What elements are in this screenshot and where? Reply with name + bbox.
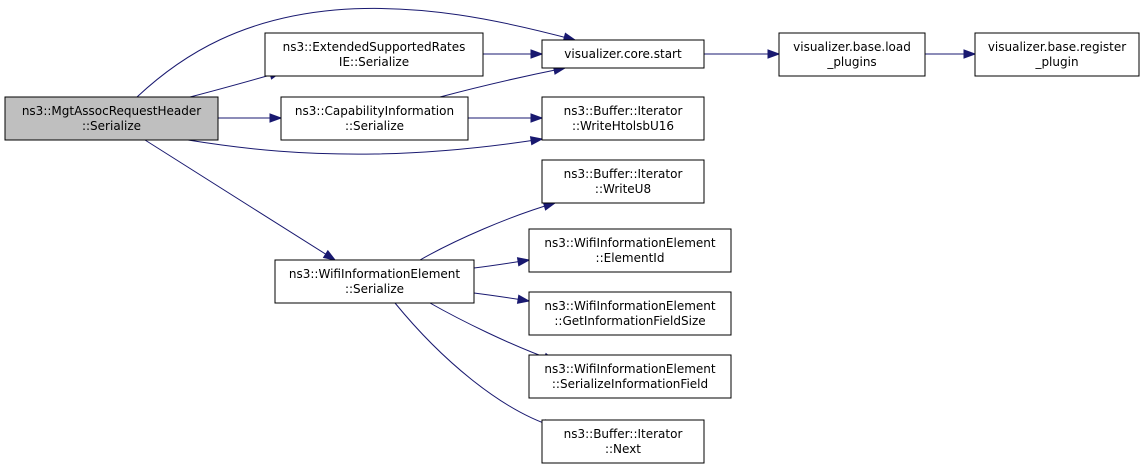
node-label: _plugins bbox=[826, 55, 876, 69]
node-label: ::GetInformationFieldSize bbox=[554, 314, 705, 328]
node-box bbox=[778, 32, 926, 77]
node-box bbox=[541, 39, 705, 69]
node-label: ns3::WifiInformationElement bbox=[544, 362, 716, 376]
node-box bbox=[280, 96, 469, 141]
edge-ext-to-vcs bbox=[482, 49, 544, 59]
node-box bbox=[528, 354, 732, 399]
node-gif[interactable]: ns3::WifiInformationElement::GetInformat… bbox=[528, 291, 732, 336]
node-label: visualizer.base.register bbox=[988, 40, 1126, 54]
node-label: _plugin bbox=[1034, 55, 1078, 69]
node-label: ns3::WifiInformationElement bbox=[544, 236, 716, 250]
node-sif[interactable]: ns3::WifiInformationElement::SerializeIn… bbox=[528, 354, 732, 399]
node-label: ::ElementId bbox=[596, 251, 665, 265]
node-label: ::WriteU8 bbox=[595, 182, 651, 196]
edge-mgt-to-cap bbox=[218, 113, 283, 123]
node-box bbox=[528, 291, 732, 336]
edge-cap-to-whu bbox=[468, 113, 544, 123]
node-box bbox=[541, 96, 705, 141]
node-layer: ns3::MgtAssocRequestHeader::Serializens3… bbox=[4, 32, 1140, 464]
edge-line bbox=[136, 7, 576, 98]
node-box bbox=[541, 159, 705, 204]
arrowhead bbox=[767, 49, 781, 59]
edge-wie-to-gif bbox=[473, 292, 531, 304]
edge-line bbox=[187, 138, 543, 155]
edge-vbl-to-vbr bbox=[924, 49, 977, 59]
node-label: ::WriteHtolsbU16 bbox=[572, 119, 674, 133]
edge-mgt-to-vcs bbox=[136, 7, 577, 98]
node-label: ::Serialize bbox=[345, 119, 404, 133]
node-label: ns3::Buffer::Iterator bbox=[564, 167, 683, 181]
node-label: ns3::Buffer::Iterator bbox=[564, 104, 683, 118]
arrowhead bbox=[530, 49, 544, 59]
node-eid[interactable]: ns3::WifiInformationElement::ElementId bbox=[528, 228, 732, 273]
edge-vcs-to-vbl bbox=[703, 49, 781, 59]
edge-layer bbox=[136, 7, 977, 429]
node-label: ns3::WifiInformationElement bbox=[544, 299, 716, 313]
node-label: visualizer.core.start bbox=[564, 47, 682, 61]
node-label: ::SerializeInformationField bbox=[552, 377, 708, 391]
node-box bbox=[541, 419, 705, 464]
node-label: ::Serialize bbox=[345, 282, 404, 296]
arrowhead bbox=[269, 113, 283, 123]
node-label: ns3::CapabilityInformation bbox=[295, 104, 454, 118]
node-whu[interactable]: ns3::Buffer::Iterator::WriteHtolsbU16 bbox=[541, 96, 705, 141]
node-label: visualizer.base.load bbox=[793, 40, 911, 54]
node-box bbox=[4, 96, 219, 141]
node-label: ns3::Buffer::Iterator bbox=[564, 427, 683, 441]
node-box bbox=[264, 32, 484, 77]
node-cap[interactable]: ns3::CapabilityInformation::Serialize bbox=[280, 96, 469, 141]
node-box bbox=[974, 32, 1140, 77]
node-vbl[interactable]: visualizer.base.load_plugins bbox=[778, 32, 926, 77]
edge-mgt-to-wie bbox=[144, 139, 337, 261]
arrowhead bbox=[516, 257, 531, 267]
node-mgt[interactable]: ns3::MgtAssocRequestHeader::Serialize bbox=[4, 96, 219, 141]
edge-line bbox=[439, 67, 566, 98]
node-label: ns3::WifiInformationElement bbox=[289, 267, 461, 281]
node-label: IE::Serialize bbox=[339, 55, 409, 69]
node-label: ::Serialize bbox=[82, 119, 141, 133]
node-vcs[interactable]: visualizer.core.start bbox=[541, 39, 705, 69]
arrowhead bbox=[322, 249, 337, 261]
edge-mgt-to-whu bbox=[187, 136, 544, 155]
edge-line bbox=[144, 139, 336, 261]
node-box bbox=[528, 228, 732, 273]
edge-wie-to-eid bbox=[473, 257, 531, 269]
arrowhead bbox=[963, 49, 977, 59]
node-nxt[interactable]: ns3::Buffer::Iterator::Next bbox=[541, 419, 705, 464]
node-vbr[interactable]: visualizer.base.register_plugin bbox=[974, 32, 1140, 77]
edge-line bbox=[394, 302, 556, 428]
arrowhead bbox=[529, 136, 544, 146]
node-box bbox=[274, 259, 475, 304]
node-label: ns3::MgtAssocRequestHeader bbox=[22, 104, 201, 118]
node-wie[interactable]: ns3::WifiInformationElement::Serialize bbox=[274, 259, 475, 304]
edge-line bbox=[419, 202, 556, 261]
node-label: ns3::ExtendedSupportedRates bbox=[283, 40, 466, 54]
arrowhead bbox=[516, 294, 531, 304]
node-wu8[interactable]: ns3::Buffer::Iterator::WriteU8 bbox=[541, 159, 705, 204]
arrowhead bbox=[530, 113, 544, 123]
node-label: ::Next bbox=[605, 442, 641, 456]
